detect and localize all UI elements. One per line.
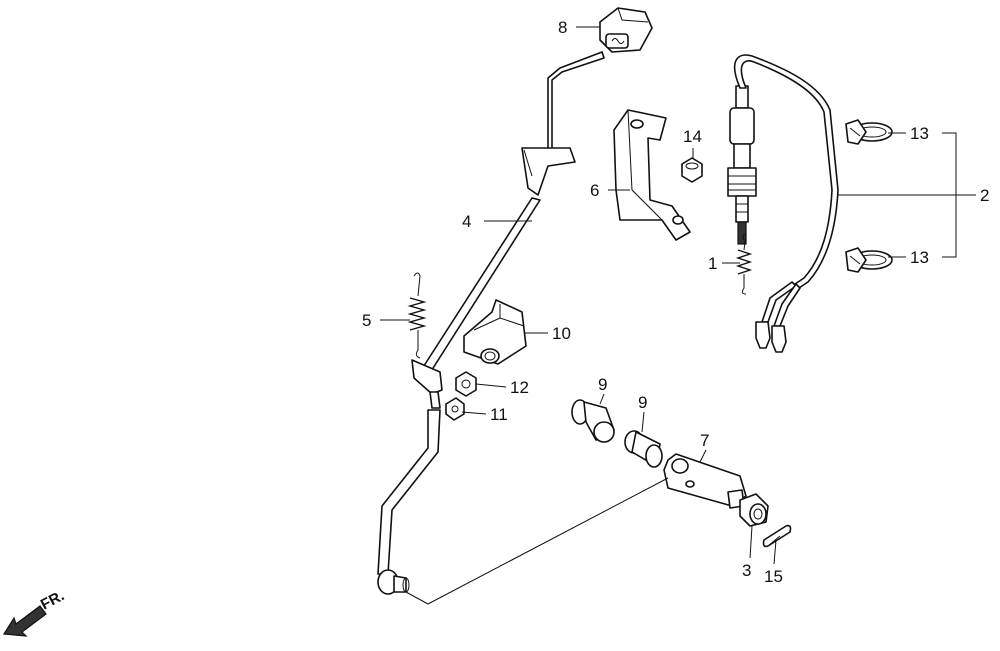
part-7-arm <box>663 453 747 509</box>
part-9-bushing-upper <box>571 399 615 443</box>
callout-13-upper: 13 <box>910 124 929 143</box>
part-5-spring <box>407 272 427 359</box>
callout-6: 6 <box>590 181 599 200</box>
front-arrow-icon <box>2 605 47 637</box>
part-3-collar <box>739 493 769 527</box>
part-4-shift-rod <box>411 51 605 409</box>
part-9-bushing-lower <box>624 430 663 468</box>
callout-14: 14 <box>683 127 702 146</box>
callout-15: 15 <box>764 567 783 586</box>
part-6-bracket <box>613 109 691 241</box>
leader-lines <box>380 26 976 565</box>
callout-1: 1 <box>708 254 717 273</box>
callout-8: 8 <box>558 18 567 37</box>
callout-9-lower: 9 <box>638 393 647 412</box>
part-10-cover <box>463 299 527 365</box>
lower-shift-rod <box>377 409 441 595</box>
callout-3: 3 <box>742 561 751 580</box>
part-1-spring <box>735 233 753 295</box>
part-12-nut <box>455 371 477 397</box>
callout-7: 7 <box>700 431 709 450</box>
neutral-switch <box>727 85 757 245</box>
callout-10: 10 <box>552 324 571 343</box>
callout-2: 2 <box>980 186 989 205</box>
assembly-guide-line <box>405 477 669 605</box>
callout-12: 12 <box>510 378 529 397</box>
callout-4: 4 <box>462 212 471 231</box>
part-8-rubber-cap <box>599 7 653 53</box>
part-11-bolt <box>445 397 465 421</box>
part-2-wire-harness <box>734 54 839 353</box>
front-direction-indicator: FR. <box>2 587 67 637</box>
part-13-clamp-lower <box>845 247 893 273</box>
callout-9-upper: 9 <box>598 375 607 394</box>
callout-labels: 8 4 5 6 14 1 10 12 11 9 9 7 3 15 13 13 2 <box>362 18 989 586</box>
callout-13-lower: 13 <box>910 248 929 267</box>
part-14-nut <box>681 157 703 183</box>
callout-5: 5 <box>362 311 371 330</box>
part-15-cotter-pin <box>762 524 792 548</box>
callout-11: 11 <box>490 405 508 424</box>
part-13-clamp-upper <box>845 119 893 145</box>
